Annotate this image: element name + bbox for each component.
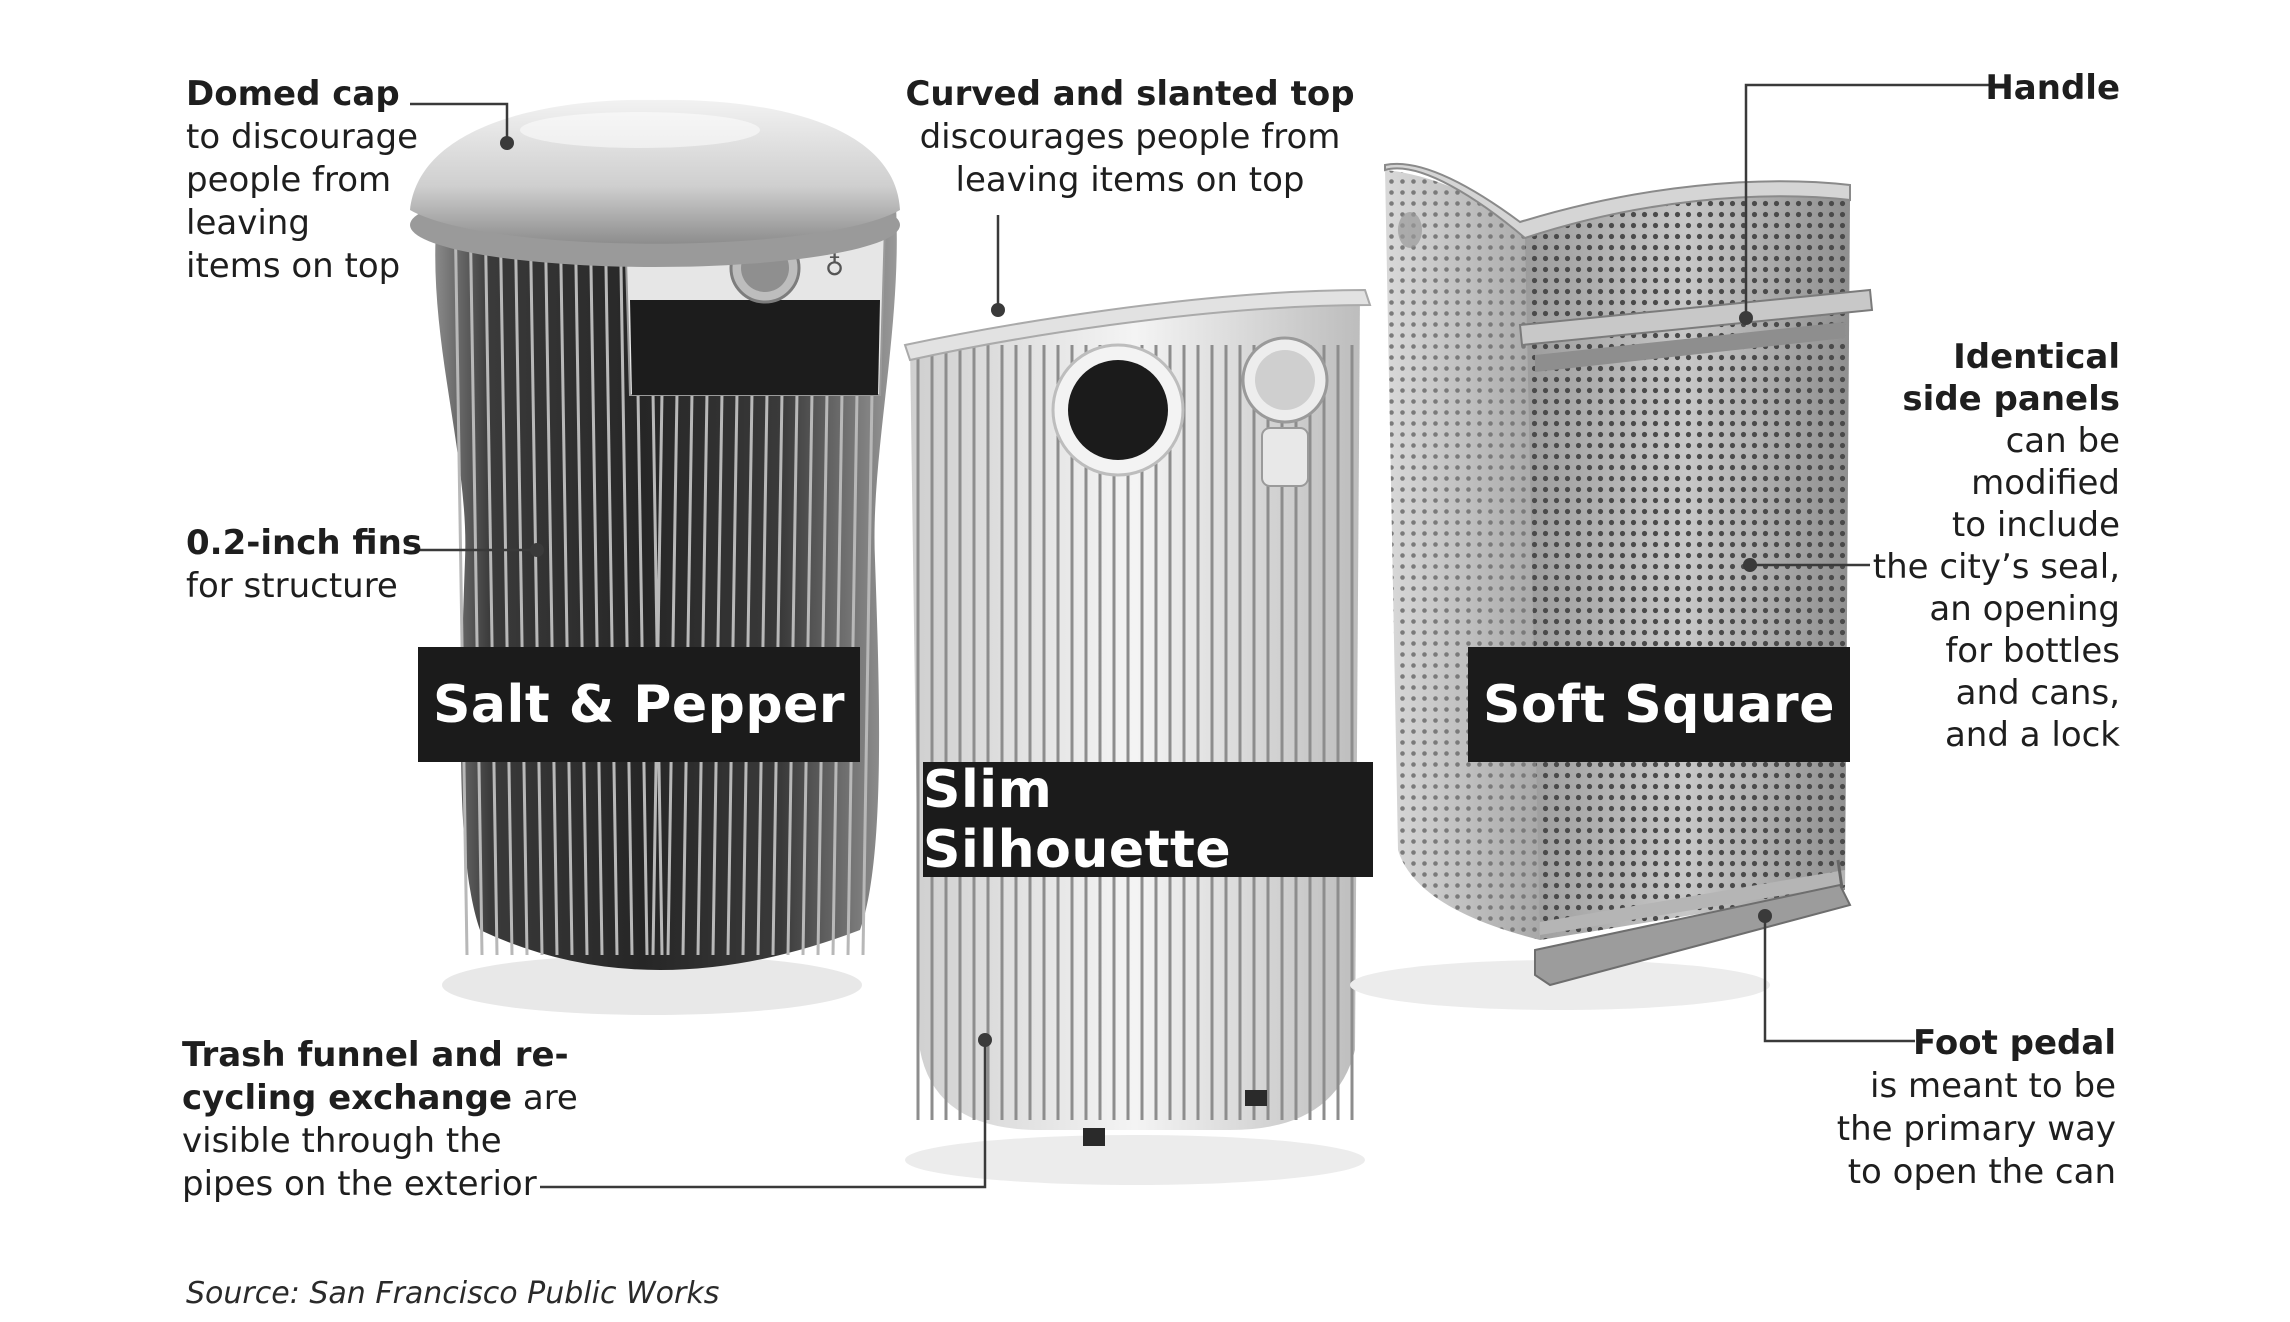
label-salt-pepper: Salt & Pepper bbox=[418, 647, 860, 762]
label-soft-square-text: Soft Square bbox=[1483, 674, 1835, 735]
curved-top-line: leaving items on top bbox=[955, 160, 1305, 200]
foot-pedal-line: is meant to be bbox=[1870, 1066, 2116, 1106]
fin-line bbox=[588, 204, 604, 956]
fin-line bbox=[468, 204, 484, 956]
fin-line bbox=[543, 204, 559, 956]
fin-line bbox=[453, 204, 469, 956]
label-salt-pepper-text: Salt & Pepper bbox=[432, 674, 845, 735]
fin-line bbox=[483, 204, 499, 956]
annotation-trash-funnel: Trash funnel and re- cycling exchange ar… bbox=[182, 1034, 578, 1206]
side-panels-line: and cans, bbox=[1955, 673, 2120, 713]
soft-square-can bbox=[1350, 162, 1874, 1010]
side-panels-line: can be bbox=[2005, 421, 2120, 461]
domed-cap-line: items on top bbox=[186, 246, 401, 286]
side-panels-line: for bottles bbox=[1945, 631, 2120, 671]
fin-line bbox=[558, 204, 574, 956]
fin-line bbox=[618, 204, 634, 956]
annotation-domed-cap: Domed cap to discourage people from leav… bbox=[186, 73, 418, 288]
side-panels-title-2: side panels bbox=[1902, 379, 2120, 419]
annotation-side-panels: Identical side panels can be modified to… bbox=[1800, 336, 2120, 756]
slim-silhouette-can bbox=[903, 288, 1372, 1185]
trash-funnel-title-1: Trash funnel and re- bbox=[182, 1035, 569, 1075]
annotation-foot-pedal: Foot pedal is meant to be the primary wa… bbox=[1800, 1022, 2116, 1194]
curved-top-title: Curved and slanted top bbox=[905, 74, 1355, 114]
domed-cap-line: to discourage bbox=[186, 117, 419, 157]
foot-pedal-line: to open the can bbox=[1847, 1152, 2116, 1192]
label-slim-silhouette: Slim Silhouette bbox=[923, 759, 1373, 880]
domed-cap-line: leaving bbox=[186, 203, 310, 243]
curved-top-line: discourages people from bbox=[919, 117, 1341, 157]
trash-funnel-line-suffix: are bbox=[512, 1078, 578, 1118]
domed-cap-line: people from bbox=[186, 160, 392, 200]
trash-funnel-line: pipes on the exterior bbox=[182, 1164, 537, 1204]
fin-line bbox=[513, 204, 529, 956]
annotation-handle: Handle bbox=[1900, 67, 2120, 110]
label-soft-square: Soft Square bbox=[1468, 647, 1850, 762]
fins-title: 0.2-inch fins bbox=[186, 523, 423, 563]
side-panels-line: to include bbox=[1951, 505, 2120, 545]
trash-funnel-title-2: cycling exchange bbox=[182, 1078, 513, 1118]
fin-line bbox=[528, 204, 544, 956]
side-panels-title-1: Identical bbox=[1953, 337, 2120, 377]
slim-silhouette-fins bbox=[916, 345, 1354, 1120]
handle-title: Handle bbox=[1985, 68, 2120, 108]
annotation-curved-top: Curved and slanted top discourages peopl… bbox=[905, 73, 1355, 202]
svg-text:♁: ♁ bbox=[825, 252, 844, 282]
source-credit: Source: San Francisco Public Works bbox=[186, 1276, 720, 1311]
foot-pedal-line: the primary way bbox=[1836, 1109, 2116, 1149]
side-panels-line: and a lock bbox=[1944, 715, 2120, 755]
fin-line bbox=[573, 204, 589, 956]
side-panels-line: modified bbox=[1971, 463, 2120, 503]
trash-funnel-line: visible through the bbox=[182, 1121, 502, 1161]
leader-dots bbox=[500, 136, 1772, 1047]
label-slim-silhouette-text: Slim Silhouette bbox=[923, 759, 1232, 880]
fins-line: for structure bbox=[186, 566, 398, 606]
fin-line bbox=[498, 204, 514, 956]
leader-lines bbox=[410, 83, 1990, 1189]
annotation-fins: 0.2-inch fins for structure bbox=[186, 522, 422, 608]
domed-cap-title: Domed cap bbox=[186, 74, 400, 114]
salt-pepper-can: ♁ bbox=[410, 99, 900, 1015]
side-panels-line: the city’s seal, bbox=[1872, 547, 2120, 587]
foot-pedal-title: Foot pedal bbox=[1913, 1023, 2116, 1063]
side-panels-line: an opening bbox=[1929, 589, 2120, 629]
fin-line bbox=[603, 204, 619, 956]
